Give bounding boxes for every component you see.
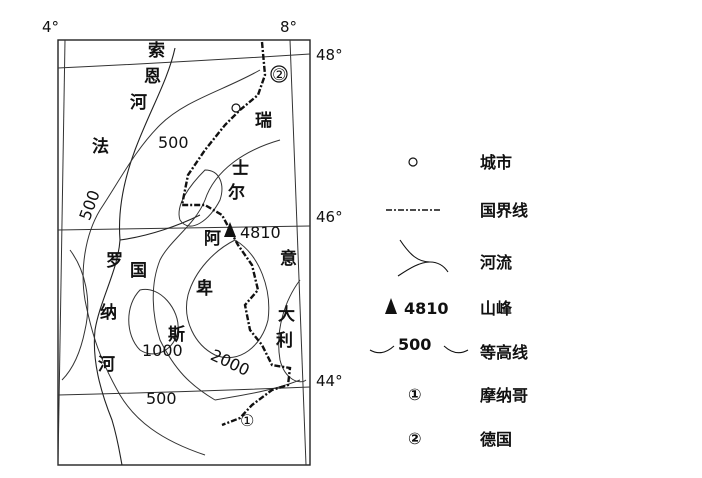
- legend-contour-value: 500: [398, 335, 431, 354]
- legend-contour-left-icon: [369, 345, 395, 354]
- marker-germany-circle: [270, 65, 288, 83]
- peak-elevation-label: 4810: [240, 223, 281, 242]
- label-alps-1: 阿: [204, 229, 221, 249]
- contour-1000-inner: [128, 288, 179, 355]
- label-rhone-2: 纳: [100, 302, 117, 323]
- label-rhone-3: 河: [98, 355, 115, 375]
- legend-river-label: 河流: [480, 253, 512, 272]
- legend-monaco-symbol: ①: [408, 385, 422, 404]
- peak-triangle-icon: [224, 222, 236, 237]
- legend-contour-right-icon: [443, 345, 469, 354]
- legend-contour-label: 等高线: [479, 343, 528, 362]
- contour-far-west: [61, 249, 89, 381]
- contour-2000: [186, 239, 270, 359]
- city-marker-north: [231, 103, 241, 113]
- label-alps-2: 尔: [228, 182, 245, 203]
- legend-peak-icon: [385, 298, 397, 314]
- coord-lon-4: 4°: [42, 18, 59, 36]
- label-saone-1: 索: [148, 40, 165, 61]
- river-tributary: [119, 214, 201, 241]
- label-saone-3: 河: [130, 93, 147, 113]
- marker-germany: ②: [272, 65, 286, 84]
- legend-peak-label: 山峰: [480, 299, 513, 318]
- coord-lon-8: 8°: [280, 18, 297, 36]
- national-border: [180, 41, 292, 427]
- coord-lat-46: 46°: [316, 208, 343, 226]
- contour-1000-outer: [152, 139, 281, 401]
- graticule-46: [57, 225, 311, 231]
- label-italy-1: 意: [280, 248, 297, 269]
- coord-lat-44: 44°: [316, 372, 343, 390]
- legend-peak-value: 4810: [404, 299, 449, 318]
- legend-city-icon: [408, 157, 418, 167]
- contour-label-2000: 2000: [208, 345, 253, 379]
- contour-coast: [214, 379, 301, 401]
- graticule-48: [57, 53, 311, 69]
- label-rhone-1: 罗: [106, 251, 123, 271]
- label-france-1: 法: [92, 136, 109, 157]
- marker-monaco: ①: [240, 411, 254, 430]
- contour-lines: [61, 69, 307, 456]
- contour-label-500-west: 500: [75, 187, 103, 222]
- label-france-2: 国: [130, 261, 147, 281]
- coord-lat-48: 48°: [316, 46, 343, 64]
- contour-closed-north: [178, 169, 223, 227]
- contour-label-500-north: 500: [158, 133, 189, 152]
- label-saone-2: 恩: [144, 67, 161, 87]
- meridian-8: [289, 39, 307, 466]
- map-frame: [57, 39, 311, 466]
- legend-river-icon: [397, 239, 449, 277]
- label-italy-2: 大: [278, 304, 295, 325]
- rivers: [93, 47, 201, 466]
- contour-label-500-south: 500: [146, 389, 177, 408]
- label-alps-4: 斯: [168, 324, 185, 345]
- contour-500-west: [82, 69, 261, 456]
- label-swiss-2: 士: [232, 158, 249, 179]
- river-rhone: [93, 47, 176, 466]
- legend-border-label: 国界线: [480, 201, 528, 220]
- label-swiss-1: 瑞: [255, 111, 272, 131]
- meridian-4: [57, 39, 66, 466]
- legend-germany-label: 德国: [480, 430, 512, 449]
- legend: 城市 国界线 河流 4810 山峰 500 等高线 ① 摩纳哥 ② 德国: [369, 153, 528, 449]
- legend-germany-symbol: ②: [408, 429, 422, 448]
- label-italy-3: 利: [276, 330, 293, 351]
- graticule-44: [57, 386, 311, 396]
- contour-label-1000: 1000: [142, 341, 183, 360]
- label-alps-3: 卑: [196, 278, 213, 299]
- legend-monaco-label: 摩纳哥: [480, 386, 528, 405]
- legend-city-label: 城市: [480, 153, 512, 172]
